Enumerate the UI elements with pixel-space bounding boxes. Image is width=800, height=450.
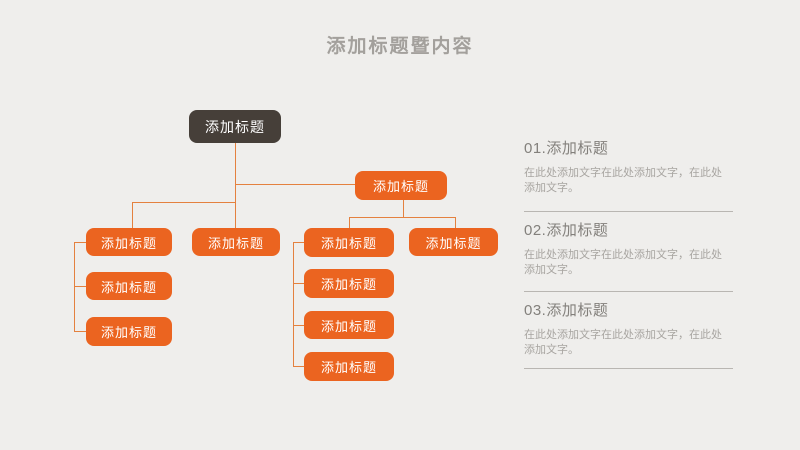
connector-left-branch-drop — [132, 202, 133, 228]
org-node-col1-child-2[interactable]: 添加标题 — [86, 317, 172, 346]
connector-col3-stub-2 — [293, 283, 305, 284]
org-node-col3-child-1[interactable]: 添加标题 — [304, 269, 394, 298]
section-divider-1 — [524, 211, 733, 212]
connector-split-right-drop — [455, 217, 456, 228]
connector-right-branch-drop — [403, 199, 404, 217]
section-2-heading: 02.添加标题 — [524, 222, 609, 239]
section-divider-3 — [524, 368, 733, 369]
org-node-branch-right[interactable]: 添加标题 — [355, 171, 447, 200]
section-3-heading: 03.添加标题 — [524, 302, 609, 319]
content-section-1[interactable]: 01.添加标题 在此处添加文字在此处添加文字，在此处添加文字。 — [524, 139, 733, 196]
org-node-col3-child-2[interactable]: 添加标题 — [304, 311, 394, 339]
connector-root-to-left-branch — [132, 202, 235, 203]
org-node-col2[interactable]: 添加标题 — [192, 228, 280, 256]
slide-title[interactable]: 添加标题暨内容 — [326, 36, 474, 57]
org-node-col3-child-3[interactable]: 添加标题 — [304, 352, 394, 381]
org-node-col4[interactable]: 添加标题 — [409, 228, 498, 256]
connector-right-branch-split — [349, 217, 455, 218]
connector-col3-stub-1 — [293, 242, 305, 243]
content-section-3[interactable]: 03.添加标题 在此处添加文字在此处添加文字，在此处添加文字。 — [524, 301, 733, 358]
org-node-col1-parent[interactable]: 添加标题 — [86, 228, 172, 256]
org-node-col1-child-1[interactable]: 添加标题 — [86, 272, 172, 300]
org-node-root[interactable]: 添加标题 — [189, 110, 281, 143]
connector-col1-bracket — [74, 242, 75, 332]
content-section-2[interactable]: 02.添加标题 在此处添加文字在此处添加文字，在此处添加文字。 — [524, 221, 733, 278]
org-node-col3-parent[interactable]: 添加标题 — [304, 228, 394, 257]
section-1-body: 在此处添加文字在此处添加文字，在此处添加文字。 — [524, 167, 722, 194]
connector-col1-stub-2 — [74, 286, 86, 287]
connector-col3-bracket — [293, 242, 294, 367]
connector-split-left-drop — [349, 217, 350, 228]
connector-col3-stub-4 — [293, 366, 305, 367]
section-1-heading: 01.添加标题 — [524, 140, 609, 157]
connector-root-vertical — [235, 143, 236, 228]
section-2-body: 在此处添加文字在此处添加文字，在此处添加文字。 — [524, 249, 722, 276]
section-3-body: 在此处添加文字在此处添加文字，在此处添加文字。 — [524, 329, 722, 356]
connector-col3-stub-3 — [293, 325, 305, 326]
connector-col1-stub-1 — [74, 242, 86, 243]
section-divider-2 — [524, 291, 733, 292]
connector-col1-stub-3 — [74, 331, 86, 332]
connector-root-to-right-branch — [235, 184, 355, 185]
